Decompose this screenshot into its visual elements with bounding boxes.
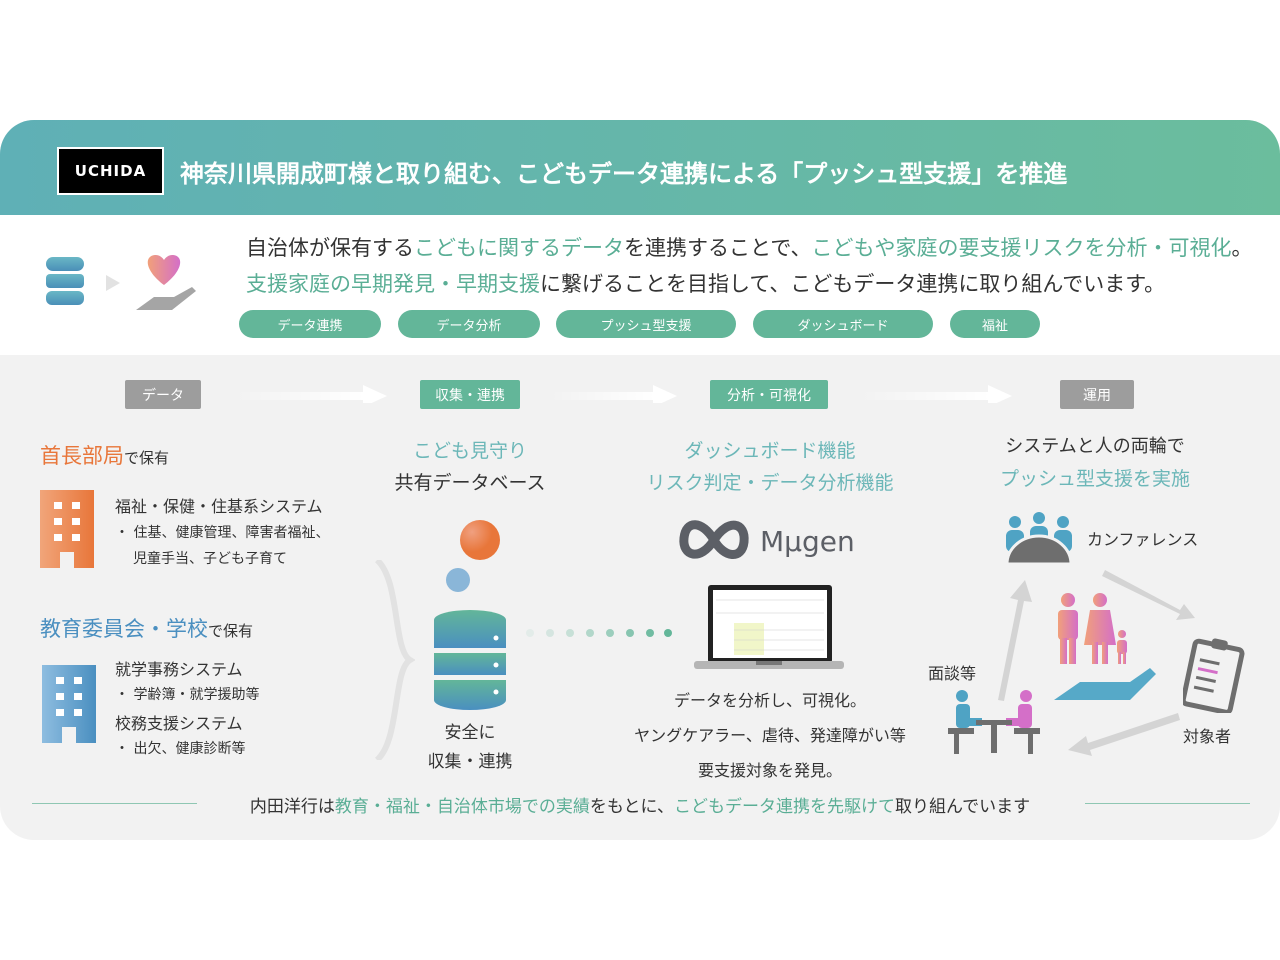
group2-item1-text: 学齢簿・就学援助等 xyxy=(133,687,260,703)
highlight-text: こどもに関するデータ xyxy=(414,236,624,260)
operate-line-1: システムと人の両輪で xyxy=(1005,436,1185,457)
conference-label: カンファレンス xyxy=(1087,530,1199,549)
tag-push-support: プッシュ型支援 xyxy=(556,310,736,338)
group2-system2: 校務支援システム xyxy=(115,714,243,733)
group2-item1: ・ 学齢簿・就学援助等 xyxy=(115,687,260,703)
highlight-text: 支援家庭の早期発見・早期支援 xyxy=(246,272,540,296)
laptop-dashboard-icon xyxy=(694,585,844,669)
header-title: 神奈川県開成町様と取り組む、こどもデータ連携による「プッシュ型支援」を推進 xyxy=(180,160,1068,188)
infographic-card: UCHIDA 神奈川県開成町様と取り組む、こどもデータ連携による「プッシュ型支援… xyxy=(0,120,1280,840)
conference-icon xyxy=(1005,512,1073,564)
intro-line-1: 自治体が保有するこどもに関するデータを連携することで、こどもや家庭の要支援リスク… xyxy=(246,232,1253,262)
interview-label: 面談等 xyxy=(928,664,977,683)
text-segment: 取り組んでいます xyxy=(895,797,1031,817)
tag-dashboard: ダッシュボード xyxy=(753,310,933,338)
highlight-text: 教育・福祉・自治体市場での実績 xyxy=(334,797,590,817)
group1-system: 福祉・保健・住基系システム xyxy=(115,497,323,516)
collect-caption-2: 収集・連携 xyxy=(427,752,513,772)
collect-title-highlight: こども見守り xyxy=(412,440,527,462)
text-segment: 自治体が保有する xyxy=(246,236,414,260)
group2-title-highlight: 教育委員会・学校 xyxy=(40,617,208,641)
family-support-icon xyxy=(1054,593,1156,700)
highlight-text: こどもや家庭の要支援リスクを分析・可視化 xyxy=(811,236,1232,260)
mugen-logo-mark xyxy=(679,520,749,559)
group1-title-highlight: 首長部局 xyxy=(40,444,124,468)
mugen-brand: Mμgen xyxy=(760,525,855,558)
brace-connector xyxy=(375,560,415,760)
analyze-desc-3: 要支援対象を発見。 xyxy=(697,761,842,780)
group1-item-cont: 児童手当、子ども子育て xyxy=(133,551,287,567)
operate-line-2: プッシュ型支援を実施 xyxy=(999,468,1190,490)
tag-data-link: データ連携 xyxy=(239,310,381,338)
checklist-icon xyxy=(1183,638,1245,713)
group1-item: ・ 住基、健康管理、障害者福祉、 xyxy=(115,525,330,541)
analyze-desc-1: データを分析し、可視化。 xyxy=(673,691,866,710)
group2-title: 教育委員会・学校で保有 xyxy=(40,613,253,643)
shared-database-icon xyxy=(434,520,506,710)
collect-title: 共有データベース xyxy=(394,472,546,494)
flow-arrow-icon xyxy=(860,385,1012,403)
analyze-desc-2: ヤングケアラー、虐待、発達障がい等 xyxy=(634,726,906,745)
tag-data-analysis: データ分析 xyxy=(398,310,540,338)
footer-divider-right xyxy=(1085,803,1250,804)
intro-line-2: 支援家庭の早期発見・早期支援に繋げることを目指して、こどもデータ連携に取り組んで… xyxy=(246,268,1165,298)
building-icon-orange xyxy=(40,490,94,568)
flow-arrow-icon xyxy=(550,385,677,403)
flow-arrow-icon xyxy=(235,385,387,403)
text-segment: を連携することで、 xyxy=(624,236,812,260)
analyze-line-2: リスク判定・データ分析機能 xyxy=(646,472,894,494)
dotted-connector xyxy=(526,629,672,637)
highlight-text: こどもデータ連携を先駆けて xyxy=(674,797,895,817)
tag-welfare: 福祉 xyxy=(950,310,1040,338)
collect-caption-1: 安全に xyxy=(444,723,496,743)
group2-title-rest: で保有 xyxy=(208,622,254,640)
footer-statement: 内田洋行は教育・福祉・自治体市場での実績をもとに、こどもデータ連携を先駆けて取り… xyxy=(0,792,1280,817)
step-operate: 運用 xyxy=(1060,380,1134,409)
analyze-line-1: ダッシュボード機能 xyxy=(684,440,856,462)
group2-system1: 就学事務システム xyxy=(115,660,243,679)
text-segment: 内田洋行は xyxy=(249,797,335,817)
text-segment: をもとに、 xyxy=(589,797,674,817)
target-label: 対象者 xyxy=(1183,727,1232,746)
group1-title: 首長部局で保有 xyxy=(40,440,169,470)
group1-title-rest: で保有 xyxy=(124,449,170,467)
step-analyze: 分析・可視化 xyxy=(710,380,828,409)
interview-icon xyxy=(948,690,1040,754)
group2-item2: ・ 出欠、健康診断等 xyxy=(115,741,246,757)
group1-item-text: 住基、健康管理、障害者福祉、 xyxy=(133,525,330,541)
building-icon-blue xyxy=(42,665,96,743)
step-collect: 収集・連携 xyxy=(420,380,520,409)
step-data: データ xyxy=(125,380,201,409)
cycle-arrows xyxy=(998,570,1195,756)
database-to-care-icon xyxy=(46,255,196,310)
text-segment: 。 xyxy=(1231,236,1253,260)
text-segment: に繋げることを目指して、こどもデータ連携に取り組んでいます。 xyxy=(540,272,1166,296)
footer-divider-left xyxy=(32,803,197,804)
group2-item2-text: 出欠、健康診断等 xyxy=(133,741,246,757)
uchida-logo: UCHIDA xyxy=(57,147,164,195)
header-band: UCHIDA 神奈川県開成町様と取り組む、こどもデータ連携による「プッシュ型支援… xyxy=(0,120,1280,215)
